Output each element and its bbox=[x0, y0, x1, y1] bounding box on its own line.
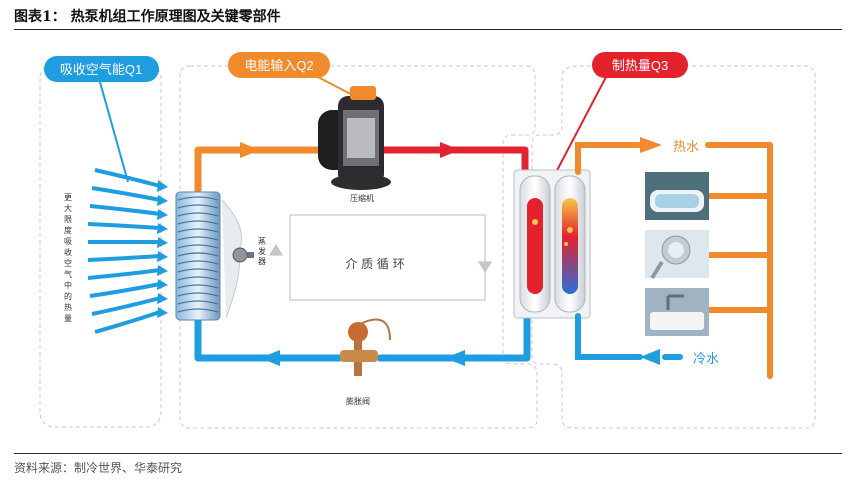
top-rule bbox=[14, 29, 842, 30]
air-heat-text: 更大限度吸收空气中的热量 bbox=[64, 193, 72, 323]
expansion-valve-icon bbox=[340, 318, 391, 376]
bottom-rule bbox=[14, 453, 842, 454]
fan-icon bbox=[221, 199, 254, 319]
shower-image bbox=[645, 230, 709, 280]
cold-water-arrow bbox=[640, 349, 660, 365]
bathtub-image bbox=[645, 172, 709, 220]
compressor-label: 压缩机 bbox=[350, 193, 374, 203]
condenser-tanks bbox=[513, 169, 591, 319]
q3-pointer bbox=[552, 76, 607, 179]
q2-label: 电能输入Q2 bbox=[244, 58, 313, 73]
source-note: 资料来源：制冷世界、华泰研究 bbox=[14, 461, 183, 475]
cold-water-label: 冷水 bbox=[693, 352, 719, 367]
expansion-valve-label: 膨胀阀 bbox=[346, 396, 370, 406]
hot-water-label: 热水 bbox=[673, 140, 699, 155]
loop-arrows bbox=[240, 142, 465, 366]
evaporator-label: 蒸发器 bbox=[258, 236, 266, 266]
hot-water-arrow bbox=[640, 137, 662, 153]
q2-badge bbox=[228, 52, 330, 78]
outdoor-air-region bbox=[39, 63, 162, 428]
medium-cycle-label: 介 质 循 环 bbox=[345, 257, 404, 271]
medium-cycle-loop bbox=[268, 214, 493, 301]
air-flow-arrows bbox=[87, 168, 161, 334]
q1-pointer bbox=[99, 81, 129, 183]
air-flow-arrowheads bbox=[157, 180, 168, 318]
q1-label: 吸收空气能Q1 bbox=[60, 62, 142, 77]
q1-badge bbox=[44, 56, 159, 82]
evaporator-coil bbox=[175, 191, 221, 321]
hot-water-pipe bbox=[575, 142, 773, 379]
q3-label: 制热量Q3 bbox=[612, 58, 668, 73]
sink-image bbox=[645, 288, 709, 336]
cold-water-pipe bbox=[575, 313, 683, 360]
heat-pump-unit-region bbox=[179, 65, 538, 429]
refrigerant-loop bbox=[194, 146, 531, 362]
compressor-icon bbox=[318, 86, 391, 190]
q3-badge bbox=[592, 52, 688, 78]
figure-title: 图表1： 热泵机组工作原理图及关键零部件 bbox=[14, 9, 281, 25]
